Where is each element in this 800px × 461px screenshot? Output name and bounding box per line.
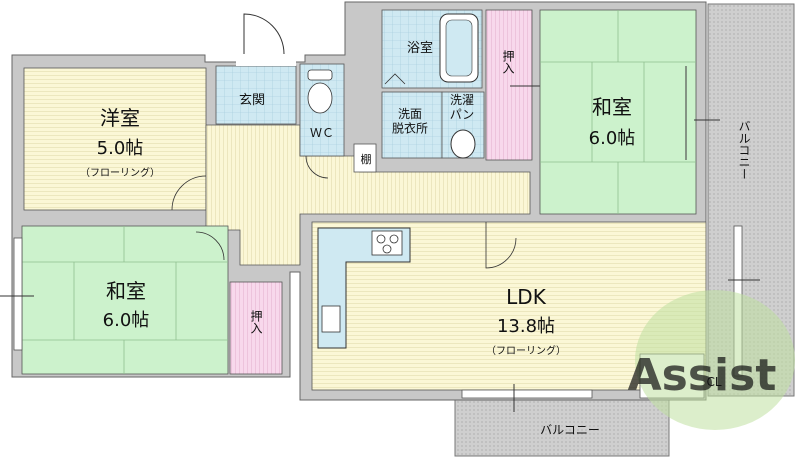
shelf-name: 棚 xyxy=(361,152,372,166)
watermark-logo xyxy=(635,290,795,430)
japanese-room-left-size: 6.0帖 xyxy=(103,310,150,331)
japanese-room-left xyxy=(0,225,229,375)
entrance-door[interactable] xyxy=(236,13,296,66)
ldk-name: LDK xyxy=(506,285,547,309)
western-room-name: 洋室 xyxy=(100,106,140,130)
balcony-bottom-name: バルコニー xyxy=(540,423,600,437)
western-door[interactable] xyxy=(171,175,207,211)
bathroom-name: 浴室 xyxy=(407,40,433,56)
closet-left xyxy=(229,281,283,375)
western-room xyxy=(23,67,207,211)
shelf xyxy=(353,143,377,173)
western-room-size: 5.0帖 xyxy=(97,138,144,159)
ldk-floor: （フローリング） xyxy=(486,344,566,357)
washroom xyxy=(381,91,443,159)
closet-right xyxy=(485,9,548,161)
japanese-room-right xyxy=(539,9,720,215)
ldk-size: 13.8帖 xyxy=(497,316,555,337)
toilet-name: ＷＣ xyxy=(310,126,334,140)
closet-right-name: 押入 xyxy=(501,50,515,74)
washer-pan-name: 洗濯パン xyxy=(450,93,475,121)
japanese-room-right-size: 6.0帖 xyxy=(589,128,636,149)
washer-pan xyxy=(441,91,485,159)
entrance-name: 玄関 xyxy=(239,93,265,108)
kitchen-counter xyxy=(317,227,411,349)
western-room-floor: （フローリング） xyxy=(80,166,160,179)
labels: 洋室 5.0帖 （フローリング） 玄関 ＷＣ 棚 浴室 洗面脱衣所 洗濯パン 押… xyxy=(80,40,776,437)
washroom-name: 洗面脱衣所 xyxy=(392,107,428,135)
closet-left-name: 押入 xyxy=(249,310,263,334)
balcony-bottom xyxy=(454,397,670,457)
japanese-room-left-name: 和室 xyxy=(106,279,146,303)
japanese-room-right-name: 和室 xyxy=(592,95,632,119)
balcony-right-name: バルコニー xyxy=(737,120,751,180)
toilet-room xyxy=(299,63,345,179)
cl-name: CL xyxy=(706,375,721,389)
watermark-text: Assist xyxy=(628,350,777,401)
entrance xyxy=(215,65,297,125)
bathroom xyxy=(381,9,483,89)
